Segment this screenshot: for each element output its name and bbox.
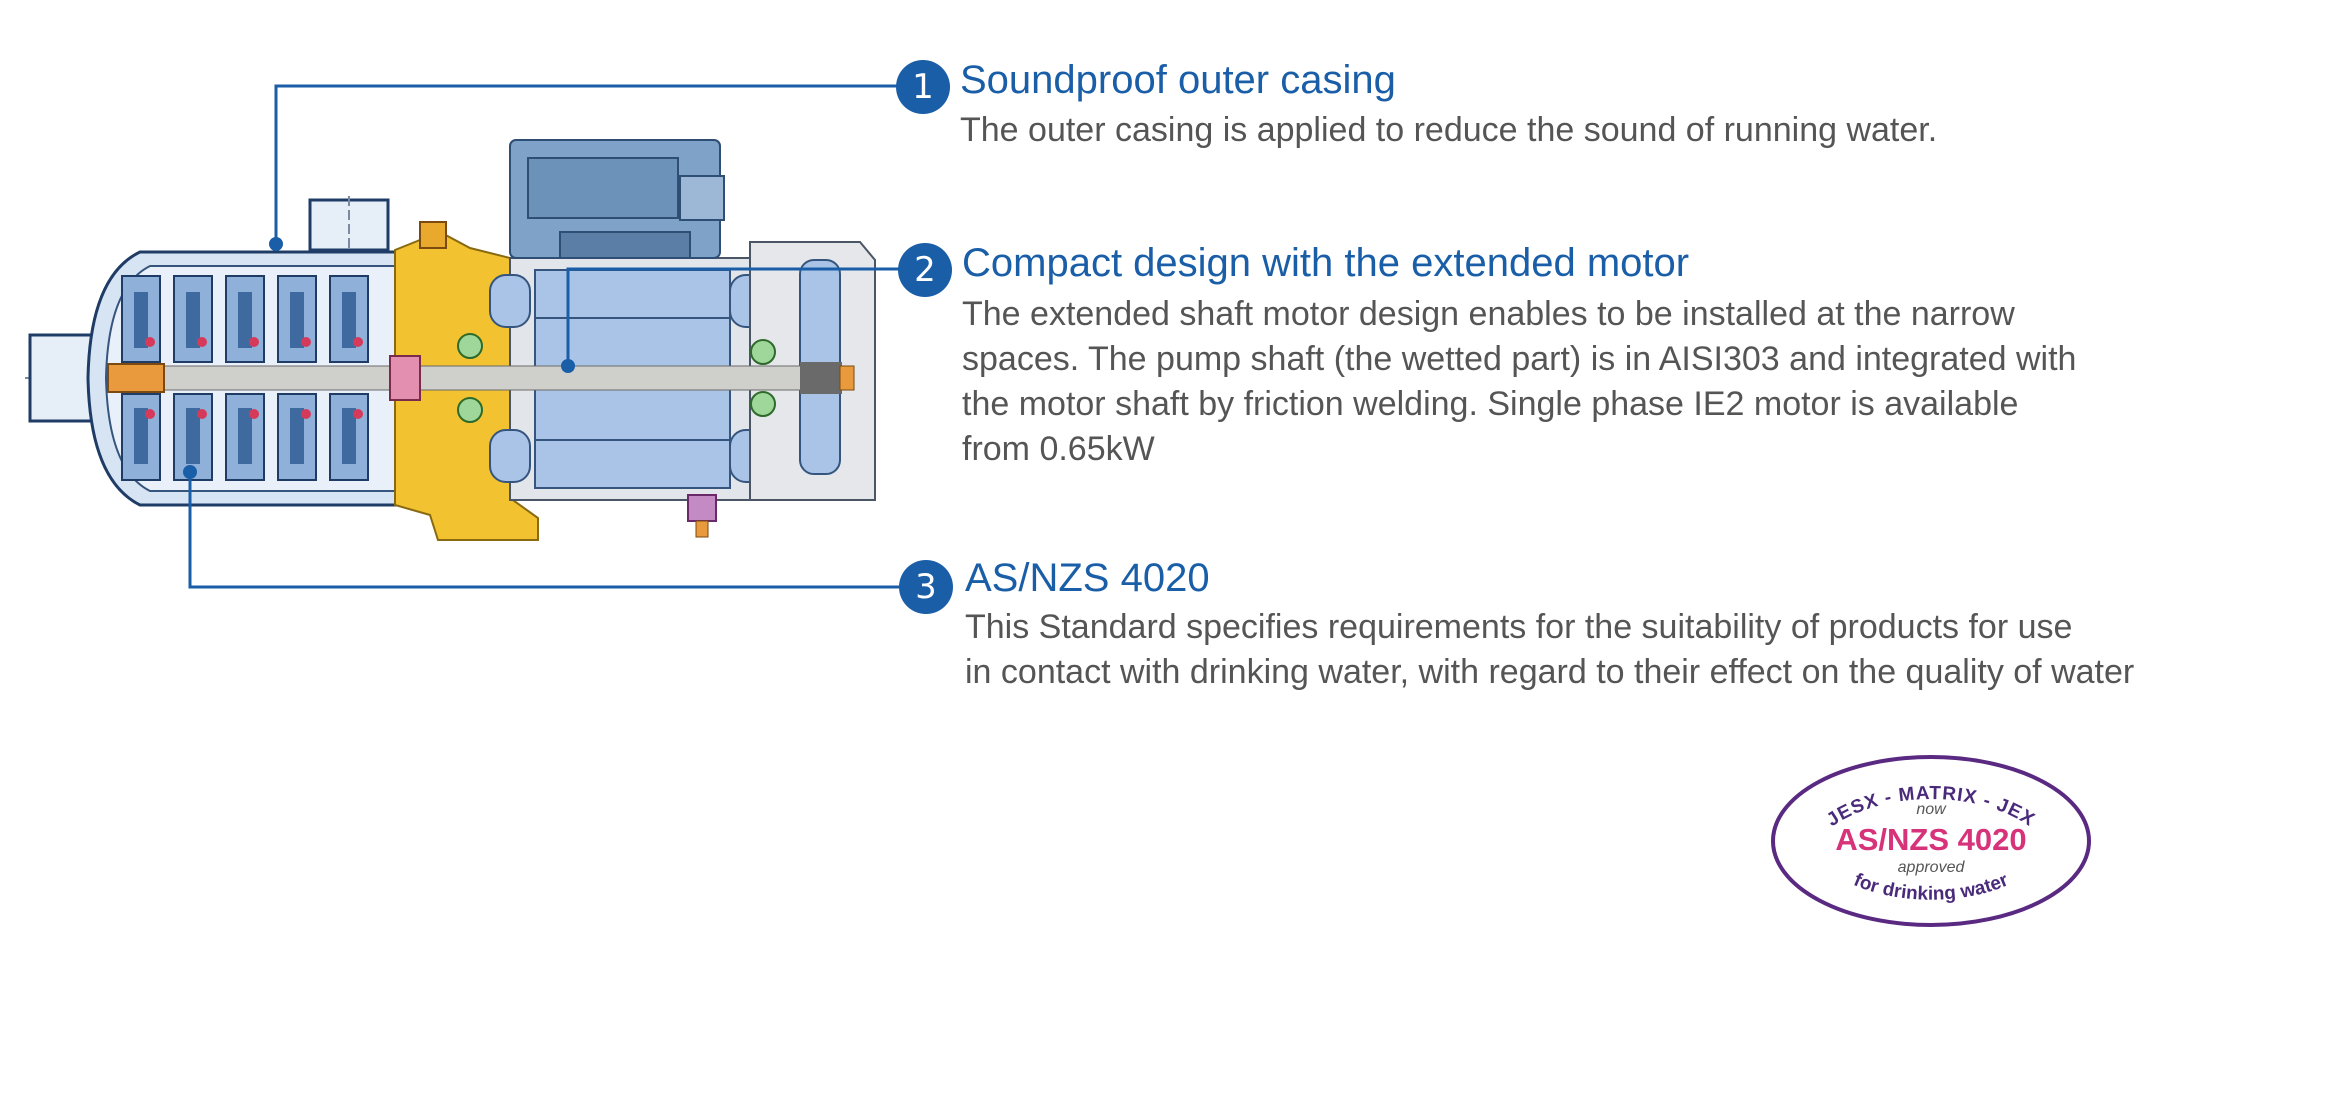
leader-line-1	[274, 84, 913, 244]
cable-gland	[679, 175, 725, 221]
pump-shaft	[119, 365, 841, 391]
feature-title-1: Soundproof outer casing	[960, 58, 1396, 102]
feature-description-line: This Standard specifies requirements for…	[965, 608, 2073, 646]
feature-description-line: The extended shaft motor design enables …	[962, 295, 2015, 333]
vent-plug	[419, 221, 447, 249]
bearing-rear-lower	[750, 391, 776, 417]
drain-plug	[687, 494, 717, 522]
bearing-front-upper	[457, 333, 483, 359]
impeller-stages-lower	[121, 393, 369, 481]
bearing-rear-upper	[750, 339, 776, 365]
leader-dot-1	[269, 237, 283, 251]
feature-number-badge-1: 1	[896, 60, 950, 114]
impeller-stages-upper	[121, 275, 369, 363]
feature-description-line: spaces. The pump shaft (the wetted part)…	[962, 340, 2077, 378]
feature-description-line: The outer casing is applied to reduce th…	[960, 111, 1938, 149]
feature-number-badge-3: 3	[899, 560, 953, 614]
feature-description-3: This Standard specifies requirements for…	[965, 605, 2134, 695]
stamp-standard-text: AS/NZS 4020	[1835, 822, 2026, 857]
feature-number-badge-2: 2	[898, 243, 952, 297]
stamp-approved-text: approved	[1898, 859, 1966, 876]
feature-title-2: Compact design with the extended motor	[962, 241, 1690, 285]
approval-stamp: JESX - MATRIX - JEX now AS/NZS 4020 appr…	[1771, 755, 2091, 927]
feature-description-2: The extended shaft motor design enables …	[962, 292, 2076, 472]
leader-dot-2	[561, 359, 575, 373]
stamp-border	[1771, 755, 2091, 927]
leader-line-2	[566, 267, 913, 366]
stamp-now-text: now	[1916, 801, 1947, 818]
bearing-front-lower	[457, 397, 483, 423]
feature-description-line: the motor shaft by friction welding. Sin…	[962, 385, 2019, 423]
leader-dot-3	[183, 465, 197, 479]
shaft-end	[800, 362, 842, 394]
suction-inlet	[28, 333, 100, 423]
shaft-nut	[107, 363, 165, 393]
mechanical-seal	[389, 355, 421, 401]
feature-description-line: from 0.65kW	[962, 430, 1155, 468]
feature-description-1: The outer casing is applied to reduce th…	[960, 108, 1937, 153]
feature-title-3: AS/NZS 4020	[965, 556, 1210, 600]
leader-line-3	[188, 472, 915, 589]
feature-description-line: in contact with drinking water, with reg…	[965, 653, 2135, 691]
